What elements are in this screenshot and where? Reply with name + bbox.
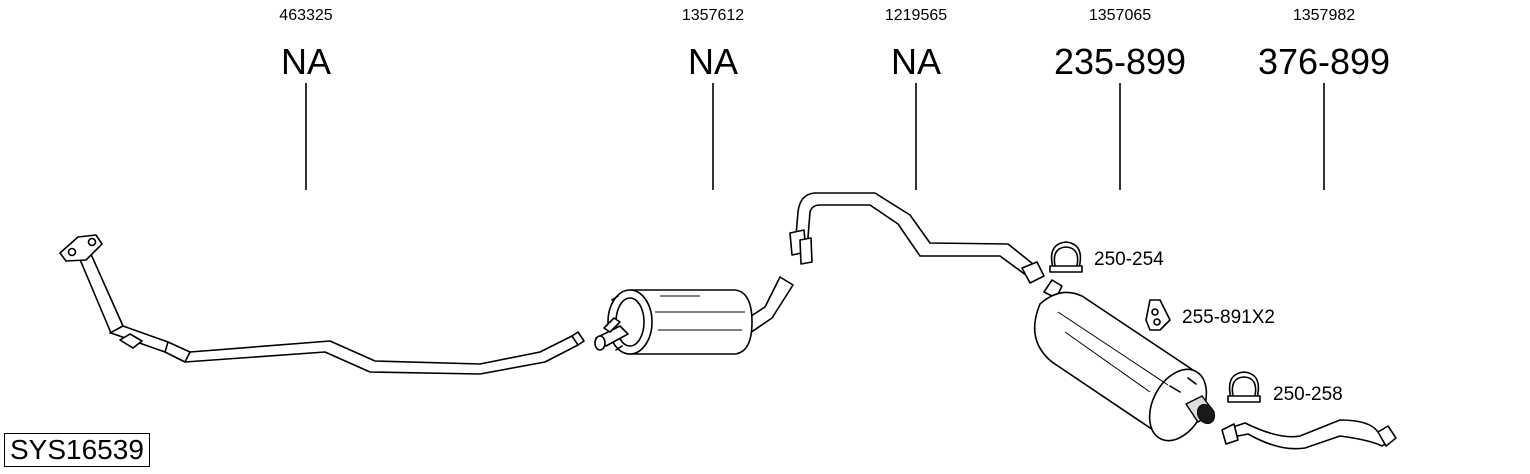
clamp-icon xyxy=(1227,371,1261,403)
part-number: NA xyxy=(687,41,738,82)
oe-number: 463325 xyxy=(279,7,333,24)
part-number: 376-899 xyxy=(1257,41,1391,82)
front-pipe xyxy=(59,234,585,375)
oe-number: 1219565 xyxy=(884,7,948,24)
oe-number: 1357612 xyxy=(681,7,745,24)
oe-number: 1357982 xyxy=(1292,7,1356,24)
centre-silencer xyxy=(594,276,794,355)
accessory-label-clamp: 250-254 xyxy=(1094,249,1164,270)
intermediate-pipe xyxy=(789,192,1045,284)
rear-silencer xyxy=(1033,279,1216,442)
rubber-mount-icon xyxy=(1145,299,1171,331)
part-number: NA xyxy=(890,41,941,82)
part-number: 235-899 xyxy=(1053,41,1187,82)
part-number: NA xyxy=(280,41,331,82)
clamp-icon xyxy=(1049,241,1083,273)
tailpipe xyxy=(1221,419,1397,450)
oe-number: 1357065 xyxy=(1088,7,1152,24)
accessory-label-mount: 255-891X2 xyxy=(1182,307,1275,328)
system-number: SYS16539 xyxy=(4,433,150,467)
accessory-label-clamp: 250-258 xyxy=(1273,384,1343,405)
